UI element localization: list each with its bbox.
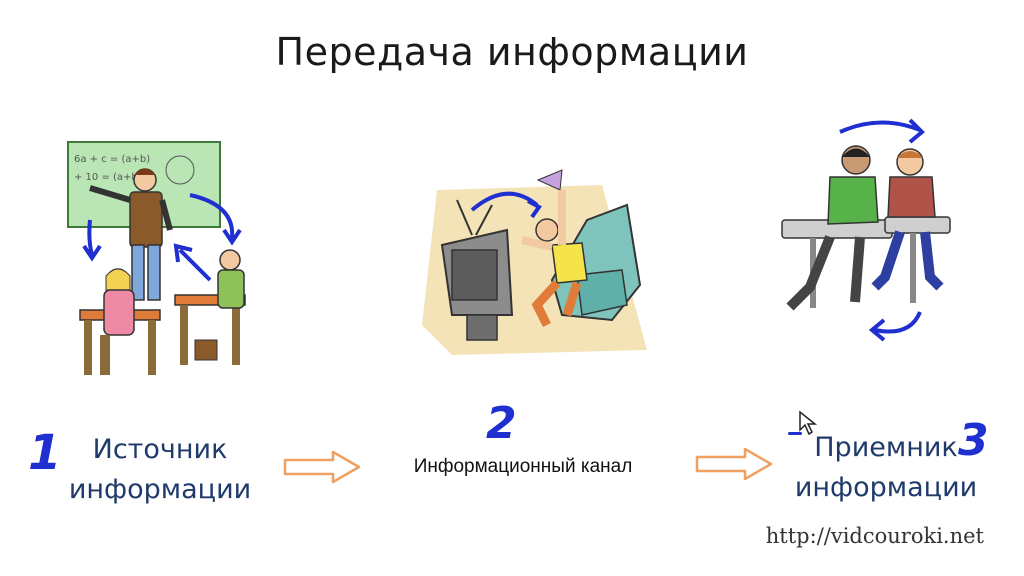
stage-number-1: 1	[28, 425, 62, 481]
stage-number-2: 2	[486, 398, 517, 449]
receiver-label-line1: Приемник	[814, 432, 958, 463]
mouse-cursor-icon	[798, 410, 818, 441]
source-label-line2: информации	[68, 474, 252, 505]
tv-viewer-illustration	[412, 165, 657, 365]
stage-number-3: 3	[958, 415, 989, 466]
students-at-desk-illustration	[770, 112, 965, 347]
flow-arrow-icon	[695, 447, 775, 486]
svg-text:+ 10 = (a+b): + 10 = (a+b)	[74, 172, 142, 183]
svg-text:6a + c = (a+b): 6a + c = (a+b)	[74, 154, 150, 165]
handwritten-dash	[788, 432, 802, 435]
teacher-classroom-illustration: 6a + c = (a+b) + 10 = (a+b)	[60, 140, 270, 385]
receiver-label: Приемник информации	[786, 428, 986, 508]
watermark-url: http://vidcouroki.net	[765, 524, 984, 548]
source-label: Источник информации	[60, 430, 260, 510]
channel-label: Информационный канал	[413, 456, 633, 477]
receiver-label-line2: информации	[794, 472, 978, 503]
source-label-line1: Источник	[92, 434, 228, 465]
page-title: Передача информации	[275, 30, 749, 74]
flow-arrow-icon	[283, 450, 363, 489]
